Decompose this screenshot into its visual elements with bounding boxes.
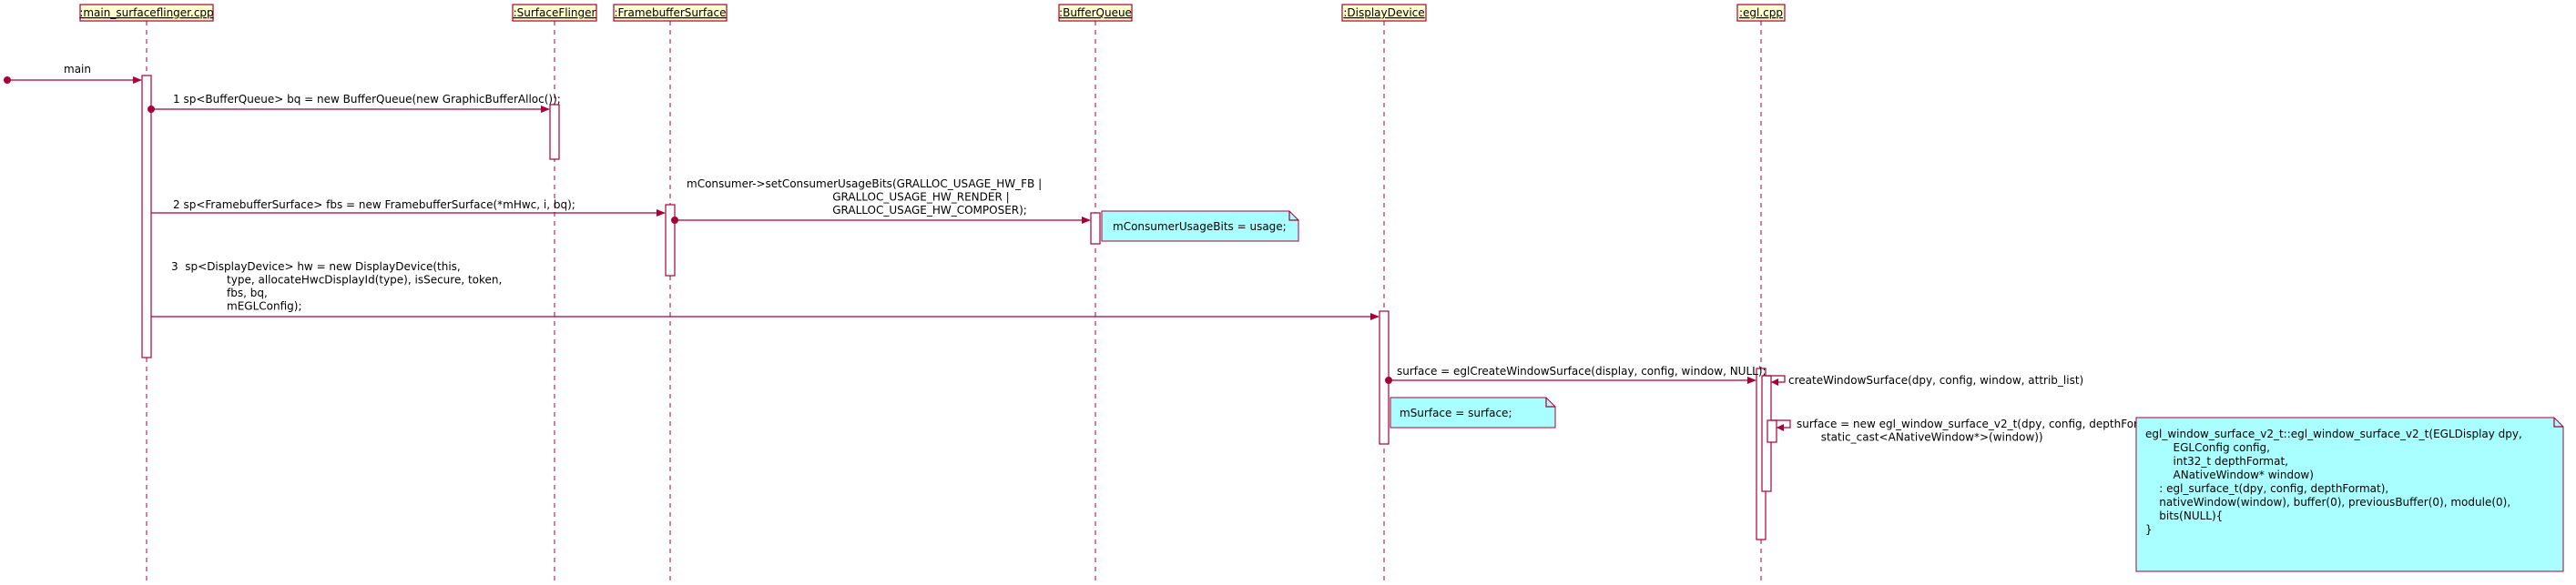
lifelines: [146, 21, 1762, 585]
note-fold: [2553, 418, 2563, 428]
arrowhead: [1370, 313, 1380, 320]
message-text-line: 1 sp<BufferQueue> bq = new BufferQueue(n…: [173, 93, 561, 106]
message-text-line: type, allocateHwcDisplayId(type), isSecu…: [171, 274, 502, 287]
note-shape: [1101, 210, 1299, 242]
message-text-line: static_cast<ANativeWindow*>(window)): [1797, 431, 2043, 444]
message-text: surface = new egl_window_surface_v2_t(dp…: [1797, 418, 2163, 444]
participant-label-egl: :egl.cpp: [1739, 6, 1783, 19]
note-text: mSurface = surface;: [1400, 407, 1512, 419]
activation-bufferqueue: [1090, 212, 1101, 245]
message-setconsumerusagebits: mConsumer->setConsumerUsageBits(GRALLOC_…: [671, 177, 1091, 224]
message-text: 2 sp<FramebufferSurface> fbs = new Frame…: [173, 198, 575, 211]
note-text-line: bits(NULL){: [2145, 509, 2223, 522]
note-text-line: mConsumerUsageBits = usage;: [1113, 220, 1287, 233]
activation-framebuffersurface: [665, 204, 676, 277]
participant-label-framebuffersurface: :FramebufferSurface: [615, 6, 727, 19]
arrowhead: [1771, 378, 1778, 386]
message-text-line: surface = eglCreateWindowSurface(display…: [1397, 365, 1767, 378]
message-new-framebuffersurface: 2 sp<FramebufferSurface> fbs = new Frame…: [151, 198, 666, 217]
note-text-line: ANativeWindow* window): [2145, 469, 2314, 481]
message-text: 1 sp<BufferQueue> bq = new BufferQueue(n…: [173, 93, 561, 106]
participant-label-displaydevice: :DisplayDevice: [1343, 6, 1424, 19]
message-new-bufferqueue: 1 sp<BufferQueue> bq = new BufferQueue(n…: [148, 93, 561, 113]
participant-box-bufferqueue: [1058, 4, 1133, 22]
message-text-line: mConsumer->setConsumerUsageBits(GRALLOC_…: [687, 177, 1042, 190]
participant-box-surfaceflinger: [512, 4, 597, 22]
note-text-line: int32_t depthFormat,: [2145, 455, 2288, 468]
arrowhead: [1747, 377, 1756, 384]
activations: [141, 75, 1777, 540]
message-text-line: GRALLOC_USAGE_HW_COMPOSER);: [687, 204, 1027, 217]
message-new-displaydevice: 3 sp<DisplayDevice> hw = new DisplayDevi…: [151, 260, 1380, 320]
note-shape: [1390, 397, 1556, 429]
arrowhead: [657, 209, 666, 217]
activation-surfaceflinger: [549, 104, 560, 160]
arrowhead: [133, 76, 142, 84]
note-text: egl_window_surface_v2_t::egl_window_surf…: [2145, 428, 2522, 536]
arrowhead: [1777, 424, 1784, 431]
participant-label-main: :main_surfaceflinger.cpp: [79, 6, 213, 19]
message-text-line: surface = new egl_window_surface_v2_t(dp…: [1797, 418, 2163, 430]
note-text-line: : egl_surface_t(dpy, config, depthFormat…: [2145, 482, 2388, 495]
message-text: createWindowSurface(dpy, config, window,…: [1788, 374, 2083, 387]
message-new-egl-window-surface: surface = new egl_window_surface_v2_t(dp…: [1771, 418, 2163, 444]
message-createwindowsurface: createWindowSurface(dpy, config, window,…: [1766, 374, 2083, 387]
participant-box-displaydevice: [1341, 4, 1427, 22]
message-text-line: fbs, bq,: [171, 287, 268, 299]
message-main: main: [4, 63, 142, 84]
message-text: surface = eglCreateWindowSurface(display…: [1397, 365, 1767, 378]
message-text-line: 3 sp<DisplayDevice> hw = new DisplayDevi…: [171, 260, 461, 273]
activation-main: [141, 75, 152, 358]
participant-box-egl: [1736, 4, 1786, 22]
note-egl-window-surface-constructor: egl_window_surface_v2_t::egl_window_surf…: [2135, 417, 2564, 572]
message-text-line: 2 sp<FramebufferSurface> fbs = new Frame…: [173, 198, 575, 211]
message-text: 3 sp<DisplayDevice> hw = new DisplayDevi…: [171, 260, 502, 313]
arrowhead: [541, 106, 550, 113]
note-text: mConsumerUsageBits = usage;: [1113, 220, 1287, 233]
arrowhead: [1082, 217, 1091, 224]
participants: :main_surfaceflinger.cpp :SurfaceFlinger…: [79, 4, 1786, 22]
message-text-line: main: [64, 63, 91, 76]
participant-label-bufferqueue: :BufferQueue: [1059, 6, 1132, 19]
participant-box-framebuffersurface: [613, 4, 728, 22]
activation-egl-inner: [1767, 419, 1777, 443]
note-text-line: EGLConfig config,: [2145, 441, 2270, 454]
note-text-line: nativeWindow(window), buffer(0), previou…: [2145, 496, 2510, 509]
participant-label-surfaceflinger: :SurfaceFlinger: [514, 6, 596, 19]
note-msurface: mSurface = surface;: [1390, 397, 1556, 429]
note-consumerusagebits: mConsumerUsageBits = usage;: [1101, 210, 1299, 242]
message-text: mConsumer->setConsumerUsageBits(GRALLOC_…: [687, 177, 1042, 217]
message-text-line: GRALLOC_USAGE_HW_RENDER |: [687, 191, 1010, 204]
message-eglcreatewindowsurface: surface = eglCreateWindowSurface(display…: [1385, 365, 1767, 384]
note-text-line: mSurface = surface;: [1400, 407, 1512, 419]
participant-box-main: [79, 4, 214, 22]
message-text-line: mEGLConfig);: [171, 300, 302, 313]
note-shape: [2135, 417, 2564, 572]
note-text-line: egl_window_surface_v2_t::egl_window_surf…: [2145, 428, 2522, 440]
note-text-line: }: [2145, 523, 2153, 536]
message-text-line: createWindowSurface(dpy, config, window,…: [1788, 374, 2083, 387]
note-fold: [1545, 398, 1555, 408]
note-fold: [1288, 211, 1298, 221]
message-text: main: [64, 63, 91, 76]
